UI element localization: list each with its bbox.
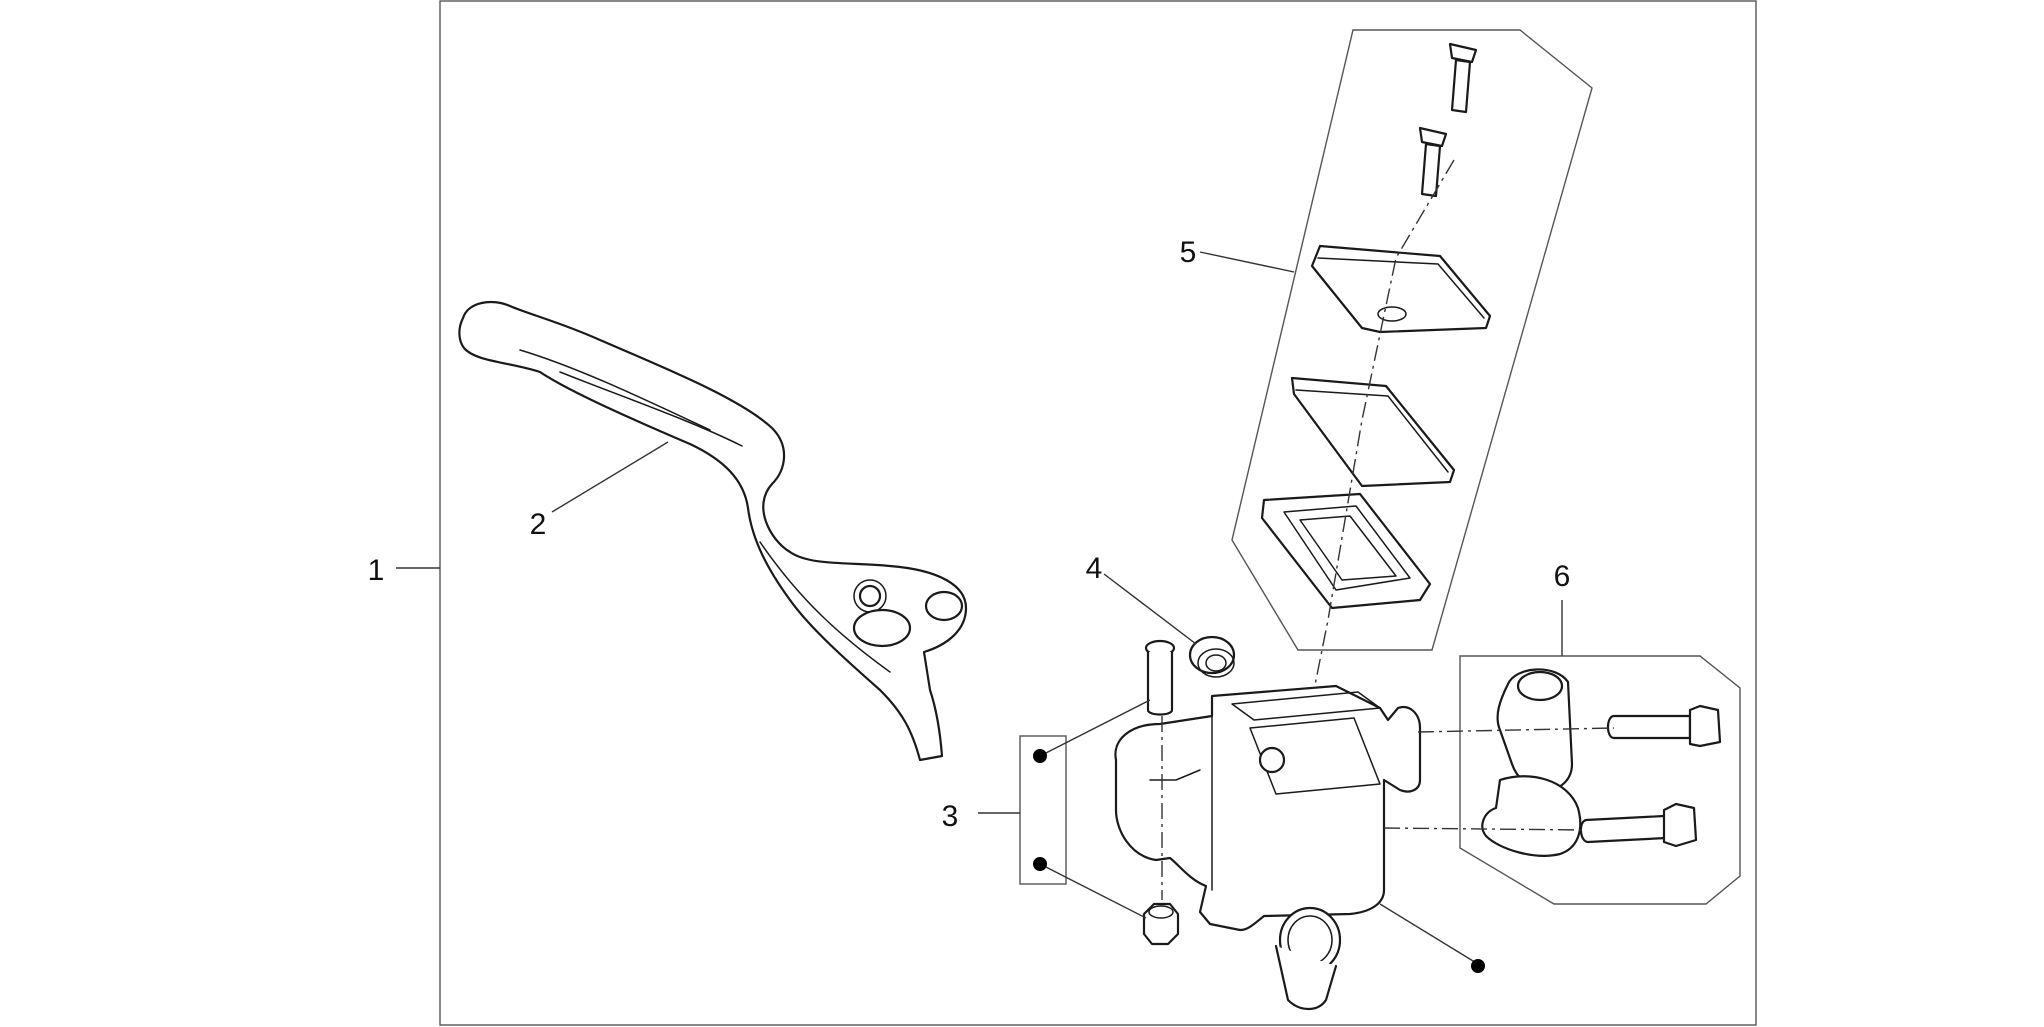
leader-5	[1199, 251, 1295, 273]
hardware-dot-upper	[1033, 749, 1047, 763]
leader-4	[1103, 573, 1197, 645]
clamp-bolt-lower	[1579, 802, 1698, 848]
callout-2: 2	[530, 508, 547, 541]
reservoir-axis-line	[1295, 159, 1455, 781]
leader-body	[1379, 903, 1479, 965]
leader-2	[551, 441, 669, 513]
clamp-axis-lower	[1383, 827, 1587, 831]
leader-3a	[1039, 699, 1151, 757]
clamp-axis-upper	[1417, 727, 1615, 733]
reservoir-cap-group-outline	[1231, 29, 1593, 651]
handlebar-clamp-group-outline	[1459, 655, 1741, 905]
callout-1: 1	[368, 554, 385, 587]
handlebar-clamp	[1481, 668, 1582, 857]
reservoir-plate	[1290, 376, 1456, 488]
callout-3: 3	[942, 800, 959, 833]
reservoir-diaphragm	[1260, 492, 1432, 610]
assembly-frame	[439, 0, 1757, 1026]
clamp-bolt-upper	[1606, 704, 1722, 748]
callout-4: 4	[1086, 552, 1103, 585]
brake-lever	[458, 300, 968, 762]
callout-5: 5	[1180, 236, 1197, 269]
pivot-hardware-group-outline	[1019, 735, 1067, 885]
reservoir-screw-lower	[1418, 126, 1448, 198]
leader-3b	[1039, 863, 1147, 919]
reservoir-cover	[1310, 244, 1492, 334]
bleed-cap	[1188, 635, 1236, 678]
hardware-dot-lower	[1033, 857, 1047, 871]
callout-6: 6	[1554, 560, 1571, 593]
body-dot	[1471, 959, 1485, 973]
reservoir-screw-upper	[1448, 42, 1478, 114]
pivot-bolt	[1144, 639, 1176, 716]
master-cylinder-body	[1114, 684, 1422, 1011]
pivot-nut	[1142, 902, 1180, 946]
